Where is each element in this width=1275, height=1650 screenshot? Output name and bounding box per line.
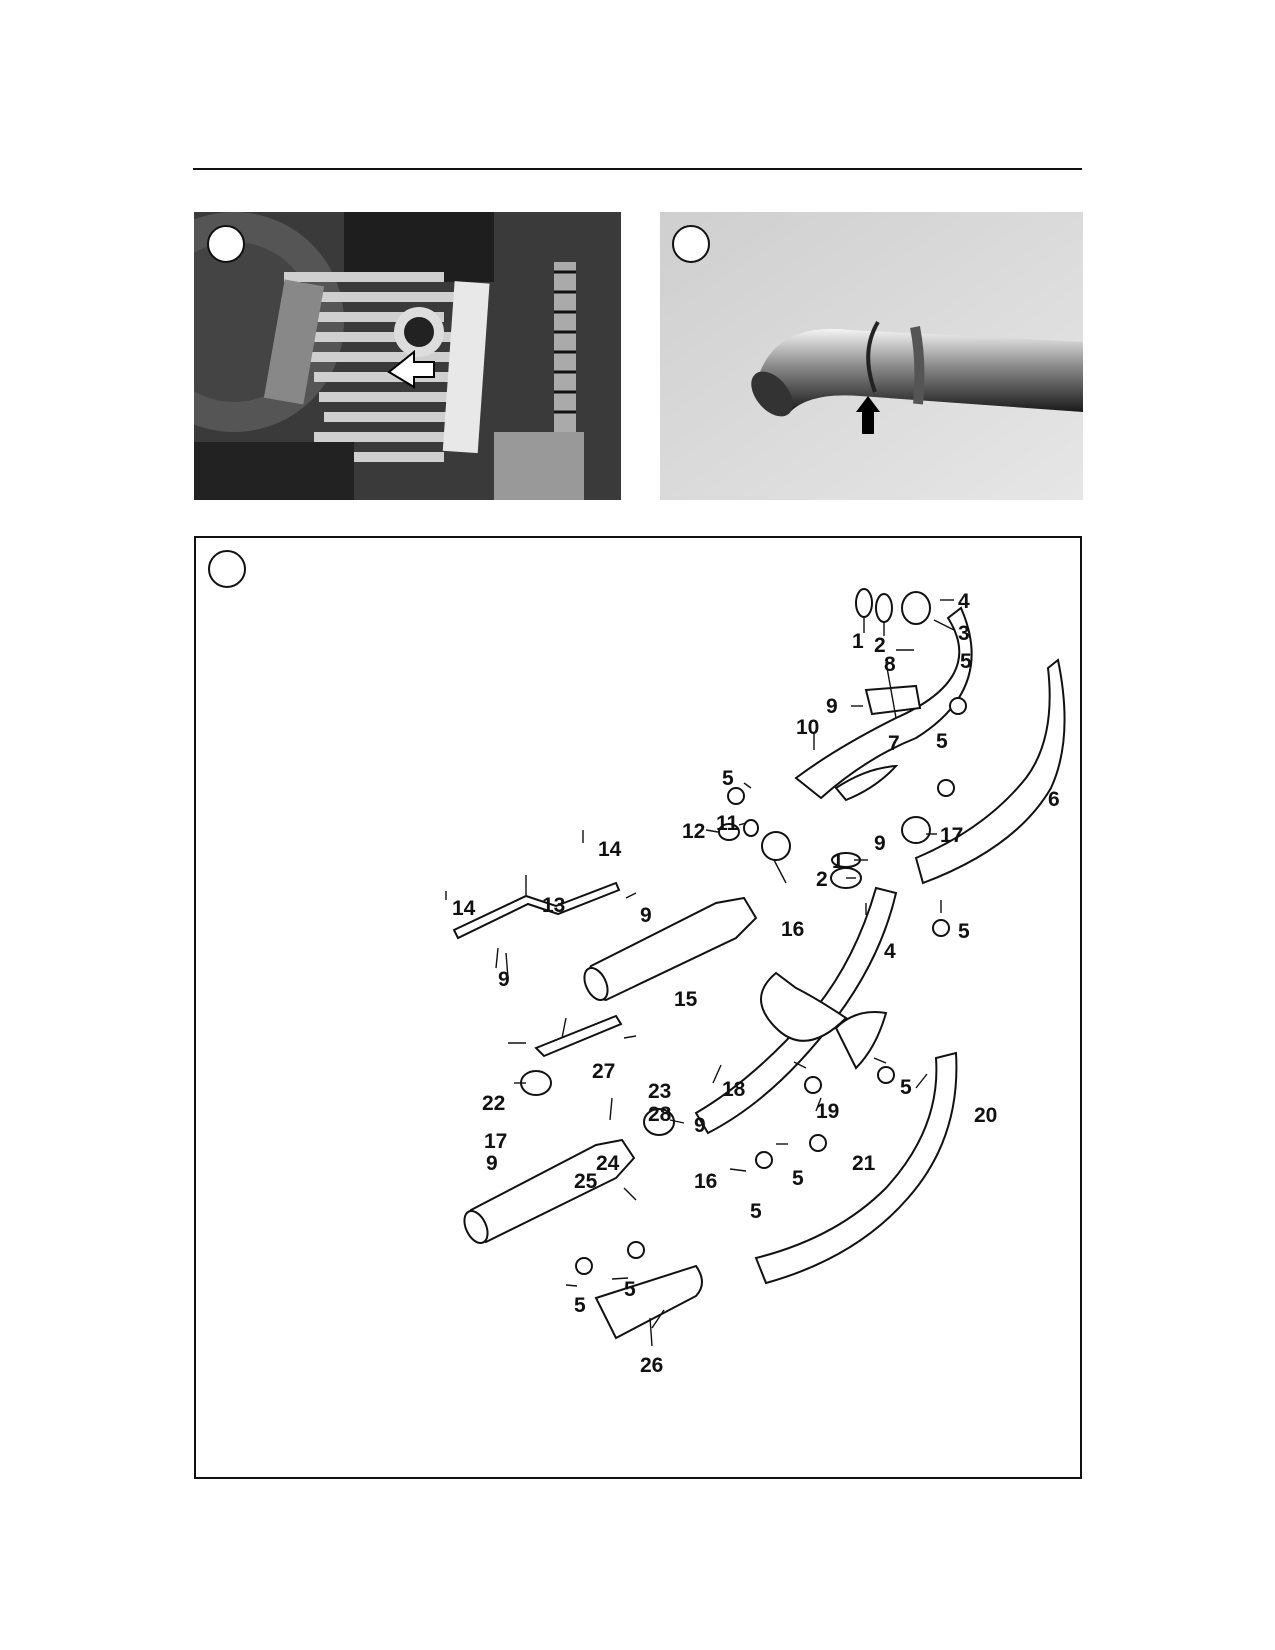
callout-5: 5 bbox=[722, 767, 734, 790]
callout-9: 9 bbox=[498, 968, 510, 991]
callout-14: 14 bbox=[452, 897, 476, 920]
callout-5: 5 bbox=[792, 1167, 804, 1190]
callout-18: 18 bbox=[722, 1078, 746, 1101]
exploded-exhaust-diagram: 1 2 3 4 5 6 7 8 9 10 5 5 11 12 17 9 1 2 … bbox=[194, 536, 1082, 1479]
figure-badge-3 bbox=[208, 550, 246, 588]
callout-2: 2 bbox=[874, 634, 886, 657]
callout-5: 5 bbox=[958, 920, 970, 943]
callout-9: 9 bbox=[826, 695, 838, 718]
callout-23: 23 bbox=[648, 1080, 671, 1103]
header-rule bbox=[193, 168, 1082, 170]
callout-22: 22 bbox=[482, 1092, 505, 1115]
callout-10: 10 bbox=[796, 716, 819, 739]
callout-7: 7 bbox=[888, 732, 900, 755]
callout-5: 5 bbox=[900, 1076, 912, 1099]
callout-5: 5 bbox=[936, 730, 948, 753]
callout-4: 4 bbox=[958, 590, 970, 613]
callout-13: 13 bbox=[542, 894, 565, 917]
callout-17: 17 bbox=[484, 1130, 507, 1153]
callout-9: 9 bbox=[486, 1152, 498, 1175]
callout-1: 1 bbox=[852, 630, 864, 653]
callout-24: 24 bbox=[596, 1152, 620, 1175]
callout-17: 17 bbox=[940, 824, 963, 847]
callout-20: 20 bbox=[974, 1104, 997, 1127]
engine-photo bbox=[194, 212, 621, 500]
callout-28: 28 bbox=[648, 1103, 672, 1126]
callout-4: 4 bbox=[884, 940, 896, 963]
callout-12: 12 bbox=[682, 820, 705, 843]
callout-27: 27 bbox=[592, 1060, 615, 1083]
callout-25: 25 bbox=[574, 1170, 598, 1193]
callout-5: 5 bbox=[624, 1278, 636, 1301]
callout-14: 14 bbox=[598, 838, 622, 861]
callout-9: 9 bbox=[874, 832, 886, 855]
figure-badge-1 bbox=[207, 225, 245, 263]
callout-21: 21 bbox=[852, 1152, 876, 1175]
callout-2: 2 bbox=[816, 868, 828, 891]
callout-6: 6 bbox=[1048, 788, 1060, 811]
callout-16: 16 bbox=[781, 918, 804, 941]
exhaust-pipe-photo bbox=[660, 212, 1083, 500]
callout-3: 3 bbox=[958, 622, 970, 645]
callout-26: 26 bbox=[640, 1354, 663, 1377]
callout-11: 11 bbox=[716, 812, 739, 835]
callout-19: 19 bbox=[816, 1100, 839, 1123]
callout-5: 5 bbox=[750, 1200, 762, 1223]
callout-15: 15 bbox=[674, 988, 698, 1011]
callout-1: 1 bbox=[832, 850, 844, 873]
figure-badge-2 bbox=[672, 225, 710, 263]
callout-16: 16 bbox=[694, 1170, 717, 1193]
callout-9: 9 bbox=[694, 1114, 706, 1137]
callout-9: 9 bbox=[640, 904, 652, 927]
callout-5: 5 bbox=[960, 650, 972, 673]
callout-8: 8 bbox=[884, 653, 896, 676]
callout-5: 5 bbox=[574, 1294, 586, 1317]
